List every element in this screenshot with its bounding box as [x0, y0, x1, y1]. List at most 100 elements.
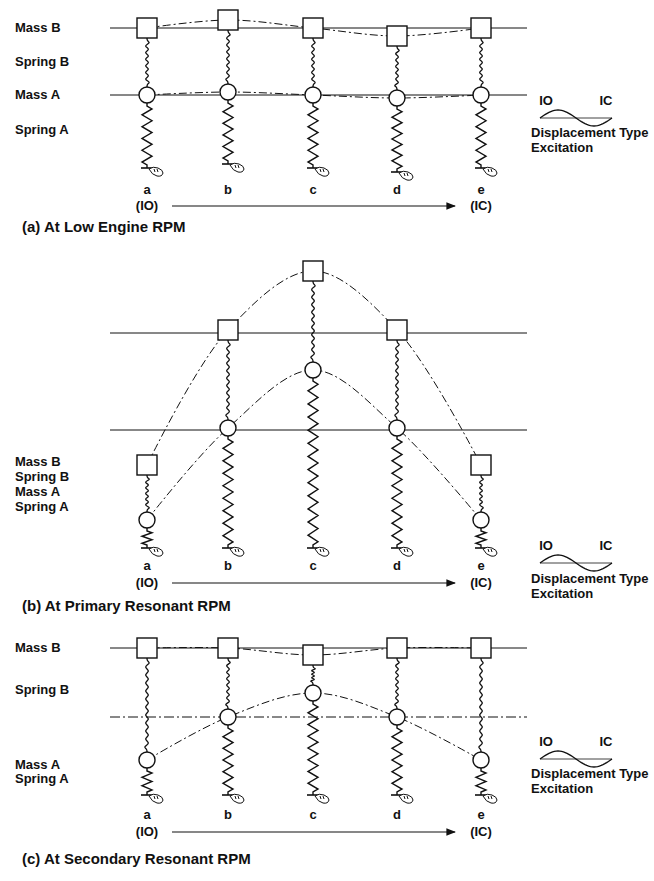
timing-label: IO [539, 94, 553, 109]
panel-illustration [110, 10, 612, 206]
position-letter: e [477, 808, 484, 823]
mass-a-circle [473, 512, 489, 528]
spring-b [480, 475, 484, 512]
timing-label: IC [600, 735, 613, 750]
hand-symbol [315, 547, 329, 556]
timing-label: (IC) [470, 199, 492, 214]
spring-label: Spring A [15, 500, 69, 515]
mass-b-box [387, 638, 407, 658]
spring-a [223, 100, 233, 164]
hand-symbol [230, 547, 244, 556]
spring-a [308, 378, 318, 548]
position-letter: b [224, 183, 232, 198]
mass-a-circle [220, 709, 236, 725]
spring-b [226, 658, 230, 709]
mass-b-box [471, 455, 491, 475]
timing-label: (IC) [470, 825, 492, 840]
position-letter: e [477, 183, 484, 198]
spring-b [226, 30, 230, 84]
spring-b [312, 38, 316, 87]
mass-a-circle [389, 709, 405, 725]
spring-b [146, 38, 150, 87]
reference-line [110, 333, 527, 334]
panel-illustration [110, 638, 612, 832]
panel-caption: (c) At Secondary Resonant RPM [22, 850, 251, 867]
mass-label: Mass B [15, 21, 61, 36]
spring-b [226, 340, 230, 420]
spring-label: Spring B [15, 55, 69, 70]
excitation-sine [540, 751, 612, 767]
mass-a-circle [305, 362, 321, 378]
timing-label: (IO) [136, 576, 158, 591]
mass-a-circle [389, 420, 405, 436]
timing-label: IC [600, 539, 613, 554]
mass-b-box [218, 320, 238, 340]
mass-a-circle [305, 685, 321, 701]
spring-a [142, 103, 152, 168]
mass-b-box [218, 638, 238, 658]
panel-caption: (b) At Primary Resonant RPM [22, 597, 231, 614]
mass-b-box [471, 18, 491, 38]
timing-arrow [172, 205, 455, 206]
mass-a-circle [139, 87, 155, 103]
hand-symbol [399, 547, 413, 556]
position-letter: e [477, 559, 484, 574]
mass-a-circle [389, 90, 405, 106]
mass-a-trajectory [147, 693, 481, 760]
mass-a-circle [139, 752, 155, 768]
spring-b [395, 46, 399, 90]
mass-b-box [387, 26, 407, 46]
timing-label: (IO) [136, 199, 158, 214]
hand-symbol [149, 794, 163, 803]
spring-a [223, 436, 233, 548]
position-letter: c [309, 183, 316, 198]
mass-label: Mass A [15, 88, 60, 103]
panel-illustration [110, 261, 612, 583]
mass-a-circle [220, 420, 236, 436]
timing-arrow [172, 582, 455, 583]
spring-a [392, 436, 402, 548]
hand-symbol [399, 171, 413, 180]
spring-a [308, 103, 318, 168]
hand-symbol [483, 167, 497, 176]
spring-b [479, 658, 483, 752]
mass-b-trajectory [147, 271, 481, 465]
hand-symbol [149, 167, 163, 176]
hand-symbol [483, 794, 497, 803]
mass-b-box [303, 18, 323, 38]
position-letter: c [309, 808, 316, 823]
mass-a-circle [220, 84, 236, 100]
spring-a [223, 725, 233, 795]
position-letter: d [393, 559, 401, 574]
position-letter: a [143, 559, 150, 574]
mass-b-box [137, 18, 157, 38]
mass-label: Mass B [15, 455, 61, 470]
position-letter: d [393, 808, 401, 823]
mass-a-circle [305, 87, 321, 103]
position-letter: d [393, 183, 401, 198]
spring-a [476, 768, 486, 795]
spring-label: Spring B [15, 683, 69, 698]
hand-symbol [399, 794, 413, 803]
spring-a [392, 725, 402, 795]
timing-arrow [172, 831, 455, 832]
spring-a [142, 528, 152, 548]
hand-symbol [149, 547, 163, 556]
timing-label: IO [539, 539, 553, 554]
hand-symbol [230, 163, 244, 172]
timing-label: (IC) [470, 576, 492, 591]
spring-label: Spring A [15, 123, 69, 138]
mass-b-box [387, 320, 407, 340]
mass-a-circle [473, 752, 489, 768]
mass-a-circle [473, 87, 489, 103]
excitation-note: Displacement Type Excitation [531, 126, 649, 156]
hand-symbol [230, 794, 244, 803]
panel-caption: (a) At Low Engine RPM [22, 218, 186, 235]
spring-a [392, 106, 402, 172]
timing-label: IO [539, 735, 553, 750]
hand-symbol [483, 547, 497, 556]
timing-label: IC [600, 94, 613, 109]
excitation-sine [540, 110, 612, 126]
